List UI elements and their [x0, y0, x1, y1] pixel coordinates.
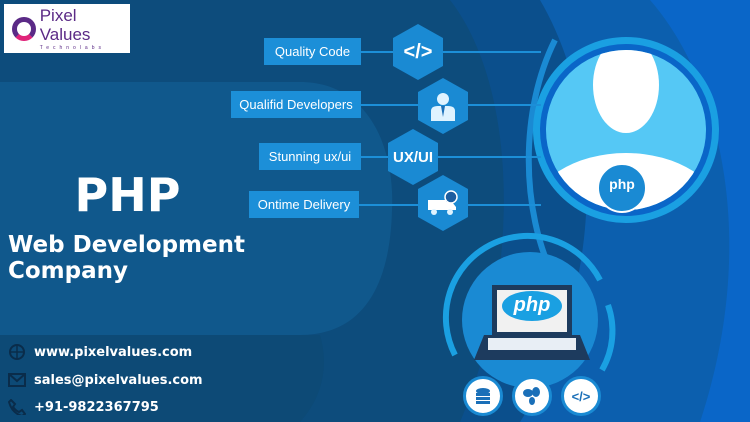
- database-icon: [463, 376, 503, 416]
- contact-phone[interactable]: +91-9822367795: [8, 399, 159, 415]
- email-link[interactable]: sales@pixelvalues.com: [34, 372, 203, 388]
- ux-ui-icon: UX/UI: [388, 129, 438, 185]
- logo-tagline: Technolabs: [39, 44, 105, 51]
- contact-website[interactable]: www.pixelvalues.com: [8, 344, 192, 360]
- phone-number[interactable]: +91-9822367795: [34, 399, 159, 415]
- contact-email[interactable]: sales@pixelvalues.com: [8, 372, 203, 388]
- developer-avatar: [533, 37, 719, 223]
- delivery-truck-icon: [418, 175, 468, 231]
- envelope-icon: [8, 373, 26, 387]
- feature-label-delivery: Ontime Delivery: [249, 191, 359, 218]
- website-link[interactable]: www.pixelvalues.com: [34, 344, 193, 360]
- code-icon: </>: [561, 376, 601, 416]
- headline-subtitle: Web Development Company: [8, 232, 245, 284]
- developer-icon: [418, 78, 468, 134]
- feature-label-ux-ui: Stunning ux/ui: [259, 143, 361, 170]
- pixel-values-logo[interactable]: Pixel Values Technolabs: [4, 4, 130, 53]
- laptop-php-logo: php: [513, 294, 551, 316]
- phone-icon: [8, 399, 26, 415]
- avatar-php-badge: php: [609, 176, 635, 192]
- globe-icon: [9, 344, 25, 360]
- headline-title: PHP: [74, 168, 181, 222]
- laptop-cycle: [442, 232, 616, 388]
- feature-label-quality-code: Quality Code: [264, 38, 361, 65]
- logo-name: Pixel Values: [39, 5, 91, 44]
- logo-mark-icon: [12, 16, 36, 41]
- framework-leaf-icon: [512, 376, 552, 416]
- code-icon: </>: [393, 24, 443, 80]
- feature-label-developers: Qualifid Developers: [231, 91, 361, 118]
